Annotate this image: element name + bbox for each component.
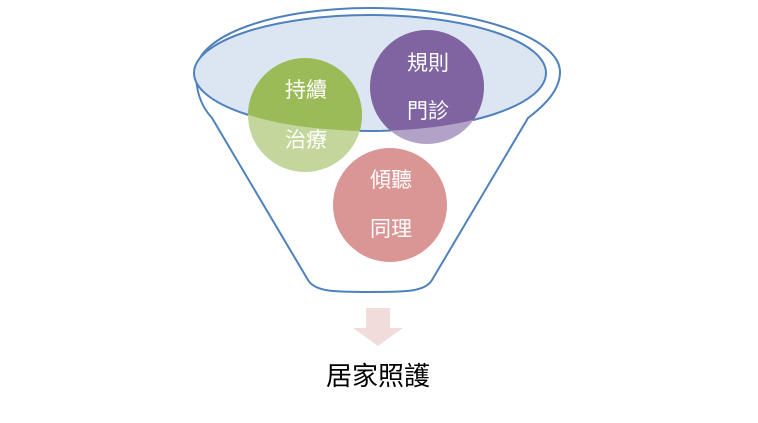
funnel-outline [194, 6, 562, 293]
item-label-line2: 門診 [407, 99, 449, 123]
item-label-line2: 同理 [370, 217, 412, 241]
funnel-rim [193, 14, 547, 132]
item-label-line1: 傾聽 [370, 168, 412, 192]
item-label-line1: 規則 [407, 51, 449, 75]
funnel-item-regular-outpatient: 規則 門診 [370, 30, 484, 144]
down-arrow-icon [353, 308, 403, 346]
result-label: 居家照護 [326, 362, 430, 392]
funnel-item-listen-empathize: 傾聽 同理 [333, 148, 447, 262]
item-label-line2: 治療 [285, 128, 327, 152]
item-label-line1: 持續 [285, 78, 327, 102]
funnel-item-sustained-treatment: 持續 治療 [248, 58, 362, 172]
